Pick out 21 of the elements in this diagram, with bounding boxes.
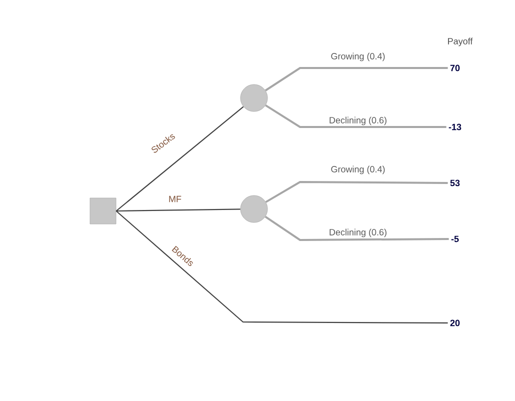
payoff-value: -13	[448, 124, 462, 130]
payoff-value: 70	[450, 64, 460, 72]
branch-line	[116, 210, 448, 324]
branch-line	[264, 216, 449, 241]
edge-label: MF	[169, 196, 182, 202]
edge-label: Growing (0.4)	[331, 166, 385, 174]
payoff-value: 53	[450, 180, 460, 186]
chance-node-circle	[240, 195, 268, 223]
branch-line	[116, 208, 240, 212]
payoff-value: -5	[451, 236, 459, 242]
payoff-value: 20	[450, 320, 460, 326]
edge-label: Declining (0.6)	[330, 116, 386, 126]
branch-line	[265, 180, 448, 203]
column-header: Payoff	[448, 38, 473, 46]
chance-node-circle	[240, 84, 268, 112]
branch-line	[264, 67, 448, 92]
edge-label: Growing (0.4)	[331, 52, 385, 62]
branch-line	[265, 104, 446, 128]
edge-label: Declining (0.6)	[330, 228, 386, 238]
decision-node-square	[90, 198, 116, 224]
branch-line	[116, 106, 244, 212]
